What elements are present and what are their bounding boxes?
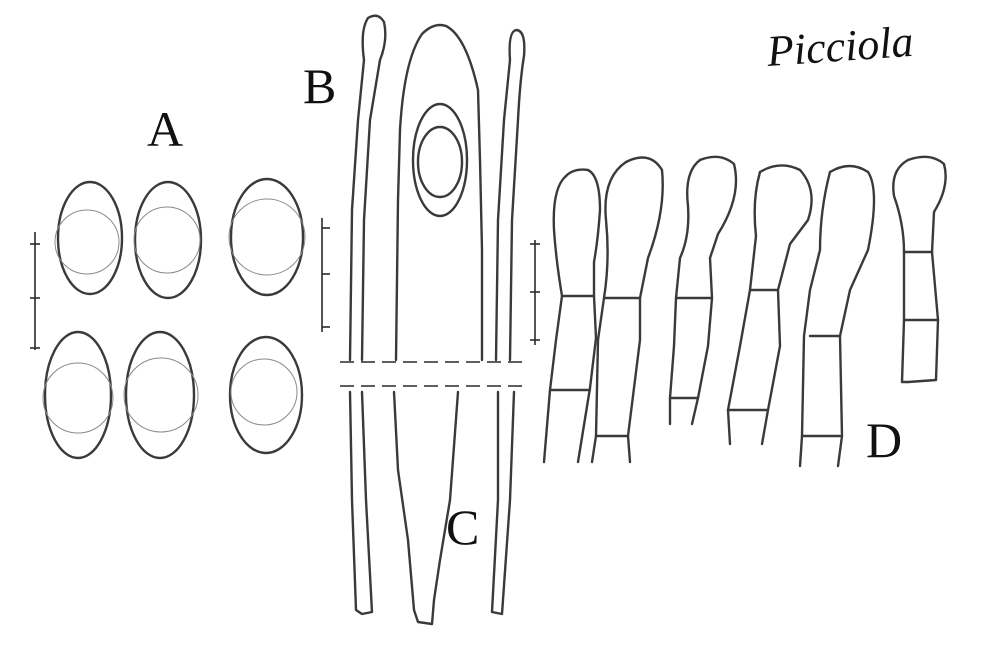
hypha bbox=[892, 155, 947, 384]
spore bbox=[228, 335, 304, 455]
spore bbox=[54, 180, 124, 296]
hypha bbox=[798, 164, 876, 468]
scale-bar-spores bbox=[30, 232, 40, 350]
scale-bar-hyphae bbox=[530, 240, 540, 345]
panel-d-hyphae bbox=[542, 155, 947, 468]
panel-b-cystidium-left bbox=[348, 14, 387, 616]
spore bbox=[123, 330, 199, 460]
panel-label-a: A bbox=[147, 101, 183, 157]
panel-c-basidium bbox=[392, 23, 484, 626]
hypha bbox=[726, 164, 813, 446]
panel-label-b: B bbox=[303, 58, 336, 114]
panel-a-spores bbox=[42, 177, 306, 460]
spore bbox=[42, 330, 114, 460]
panel-label-c: C bbox=[446, 499, 479, 555]
hypha bbox=[668, 155, 738, 426]
spore bbox=[228, 177, 306, 297]
hypha bbox=[542, 168, 602, 464]
break-marks bbox=[340, 361, 528, 387]
panel-label-d: D bbox=[866, 412, 902, 468]
author-signature: Picciola bbox=[764, 17, 915, 76]
scale-bar-cystidia bbox=[321, 218, 330, 332]
hypha bbox=[590, 156, 664, 464]
panel-c-cystidium-right bbox=[490, 28, 526, 616]
spore bbox=[133, 180, 203, 300]
